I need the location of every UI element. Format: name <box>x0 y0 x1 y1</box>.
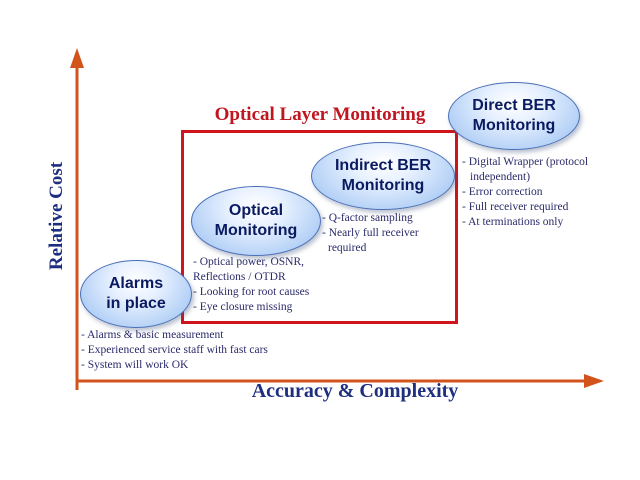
stage-notes-optical-monitoring: - Optical power, OSNR, Reflections / OTD… <box>193 255 309 315</box>
stage-notes-direct-ber: - Digital Wrapper (protocol independent)… <box>462 155 588 230</box>
stage-notes-indirect-ber: - Q-factor sampling - Nearly full receiv… <box>322 211 419 256</box>
note-line: required <box>328 242 367 254</box>
note-line: independent) <box>470 171 531 183</box>
stage-label: Optical Monitoring <box>214 202 298 239</box>
stage-bubble-indirect-ber: Indirect BER Monitoring <box>311 142 455 210</box>
stage-label: Direct BER Monitoring <box>472 97 556 134</box>
note-line: - Eye closure missing <box>193 301 293 313</box>
stage-label: Alarms in place <box>106 275 166 312</box>
note-line: - System will work OK <box>81 359 189 371</box>
stage-bubble-alarms: Alarms in place <box>80 260 192 328</box>
x-axis-label: Accuracy & Complexity <box>251 380 459 402</box>
section-title: Optical Layer Monitoring <box>214 104 426 125</box>
stage-label: Indirect BER Monitoring <box>334 157 431 194</box>
note-line: - Experienced service staff with fast ca… <box>81 344 268 356</box>
note-line: - Error correction <box>462 186 543 198</box>
note-line: Reflections / OTDR <box>193 271 286 283</box>
note-line: - At terminations only <box>462 216 564 228</box>
stage-bubble-optical-monitoring: Optical Monitoring <box>191 186 321 256</box>
y-axis-arrowhead <box>70 48 84 68</box>
stage-notes-alarms: - Alarms & basic measurement - Experienc… <box>81 328 268 373</box>
note-line: - Q-factor sampling <box>322 212 413 224</box>
stage-bubble-direct-ber: Direct BER Monitoring <box>448 82 580 150</box>
note-line: - Optical power, OSNR, <box>193 256 305 268</box>
optical-layer-box <box>181 130 458 324</box>
note-line: - Nearly full receiver <box>322 227 419 239</box>
x-axis-arrowhead <box>584 374 604 388</box>
y-axis-label: Relative Cost <box>46 161 67 271</box>
note-line: - Full receiver required <box>462 201 569 213</box>
note-line: - Alarms & basic measurement <box>81 329 224 341</box>
note-line: - Looking for root causes <box>193 286 310 298</box>
note-line: - Digital Wrapper (protocol <box>462 156 589 168</box>
